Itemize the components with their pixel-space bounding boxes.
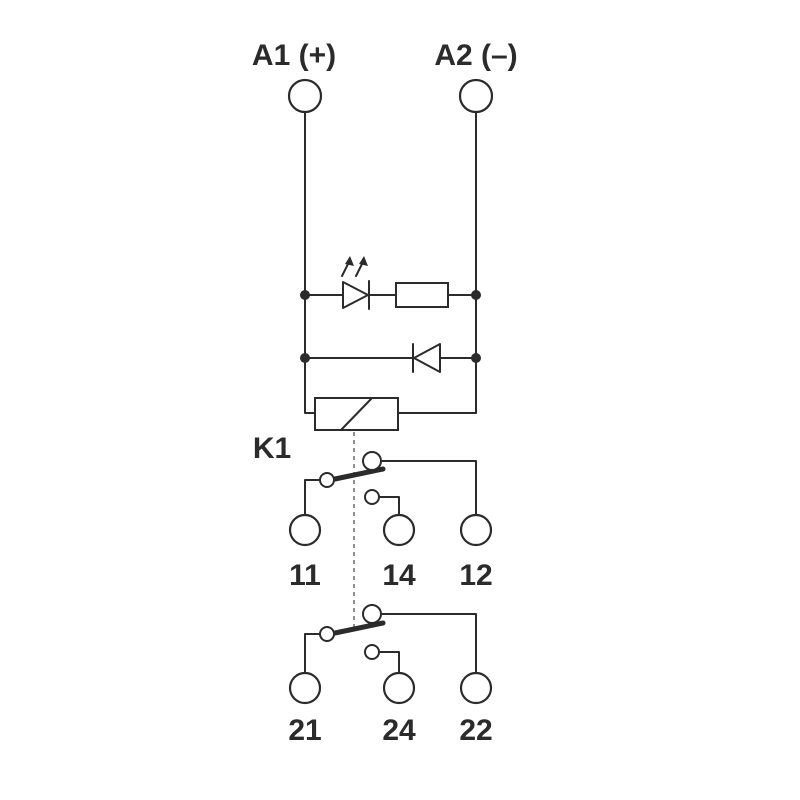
terminal-12	[459, 513, 493, 547]
contact-nc-2	[362, 604, 382, 624]
junction-node	[471, 290, 481, 300]
terminal-label-14: 14	[382, 559, 416, 592]
terminal-label-21: 21	[288, 714, 321, 747]
terminal-label-12: 12	[459, 559, 492, 592]
terminal-label-11: 11	[289, 559, 321, 592]
terminal-22	[459, 671, 493, 705]
contact-no-2	[364, 644, 380, 660]
junction-node	[300, 290, 310, 300]
junction-node	[300, 353, 310, 363]
contact-lever	[332, 466, 386, 482]
contact-lever	[332, 620, 386, 636]
terminal-label-a1: A1 (+)	[252, 39, 336, 72]
relay-coil	[304, 397, 477, 431]
terminal-11	[288, 513, 322, 547]
freewheel-diode-branch	[304, 343, 477, 373]
terminal-label-22: 22	[459, 714, 492, 747]
terminal-a2	[458, 78, 494, 114]
resistor-icon	[395, 282, 449, 308]
contact-set-2	[288, 604, 493, 705]
terminal-24	[382, 671, 416, 705]
terminal-14	[382, 513, 416, 547]
led-indicator-branch	[304, 256, 477, 310]
relay-label-k1: K1	[253, 432, 291, 465]
contact-no-1	[364, 489, 380, 505]
terminal-label-a2: A2 (–)	[434, 39, 517, 72]
contact-set-1	[288, 451, 493, 547]
diode-icon	[413, 343, 441, 373]
led-icon	[342, 281, 369, 309]
contact-nc-1	[362, 451, 382, 471]
terminal-label-24: 24	[382, 714, 416, 747]
terminal-21	[288, 671, 322, 705]
junction-node	[471, 353, 481, 363]
contact-pivot	[319, 626, 335, 642]
contact-pivot	[319, 472, 335, 488]
terminal-a1	[287, 78, 323, 114]
